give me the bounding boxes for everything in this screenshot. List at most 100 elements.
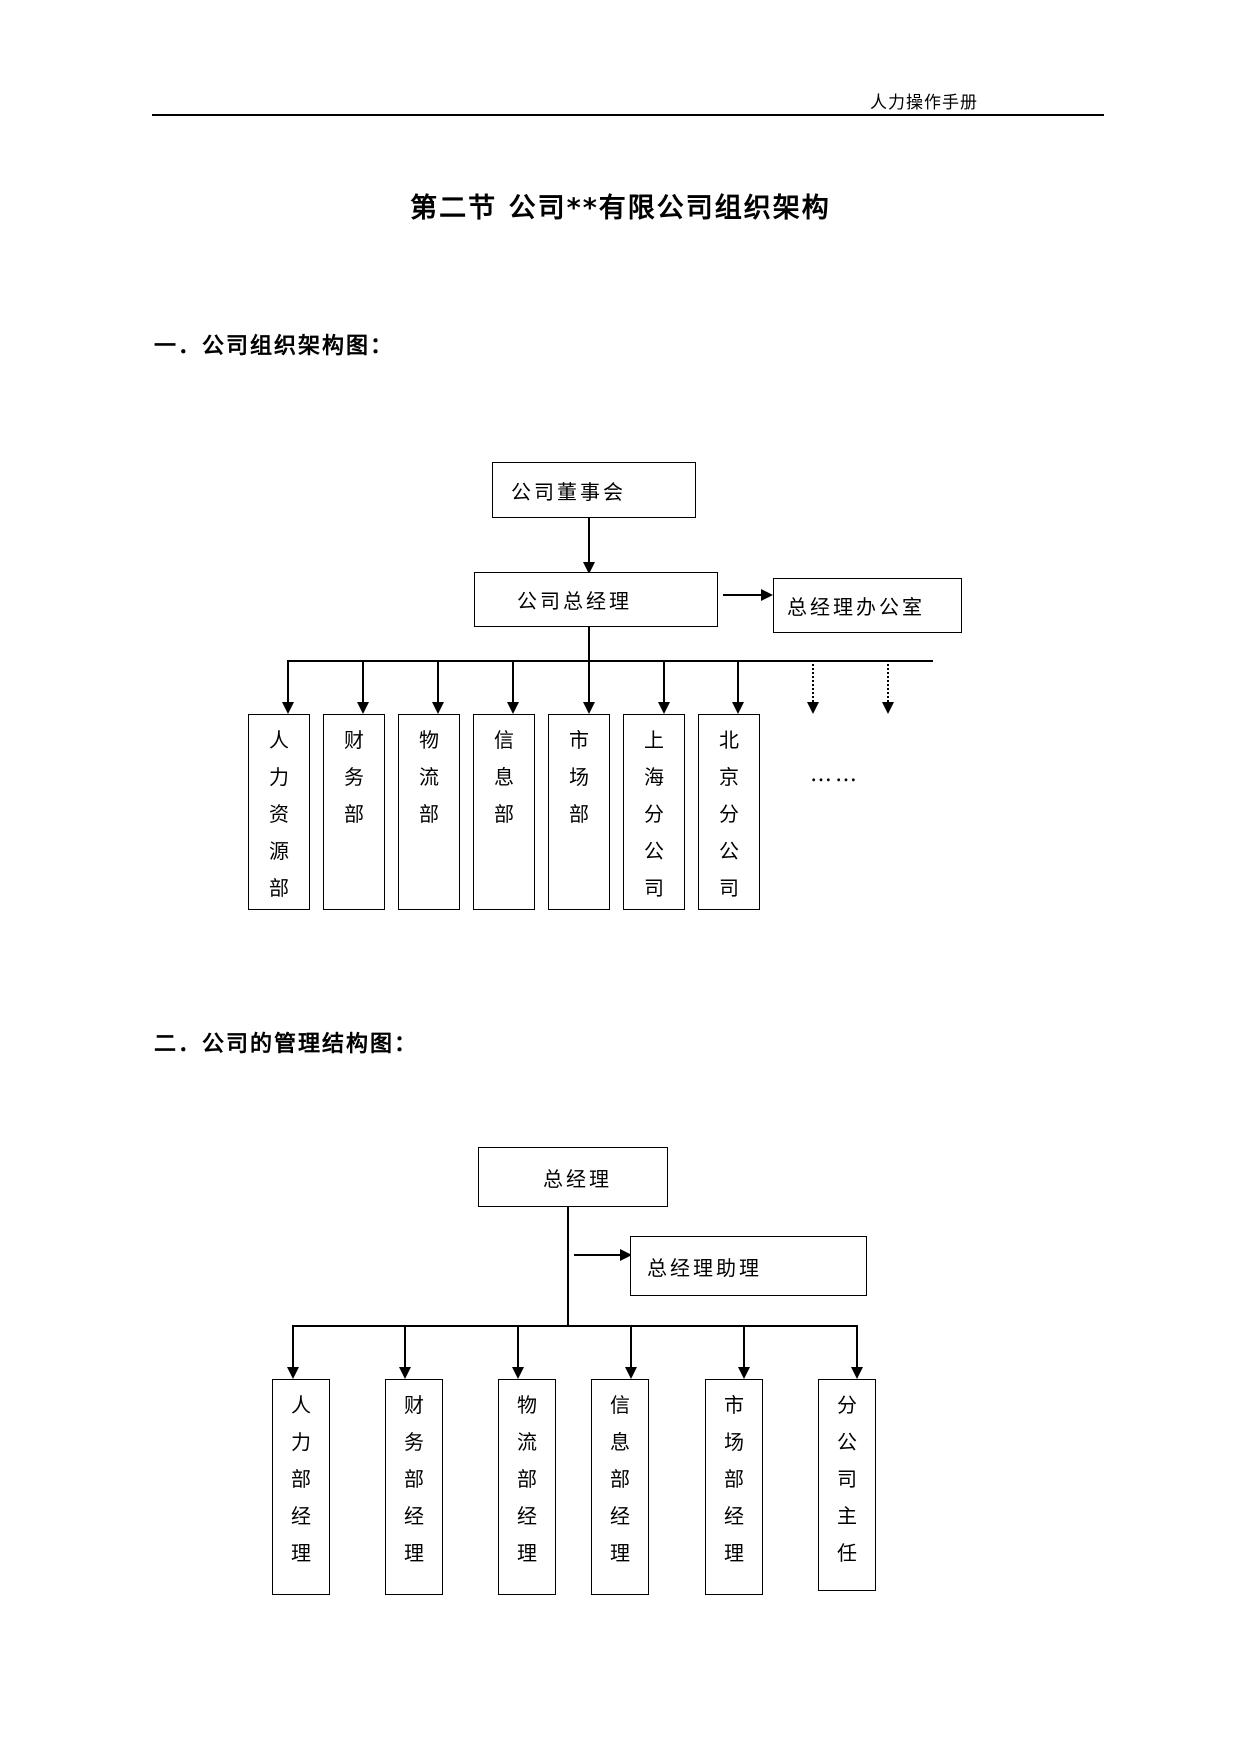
arrow [507,702,519,714]
dept-char: 财 [344,728,364,752]
connector [743,1325,745,1369]
dept-box-beijing-branch: 北 京 分 公 司 [698,714,760,910]
dept-char: 部 [569,802,589,826]
dept-char: 部 [419,802,439,826]
arrow [658,702,670,714]
manager-char: 任 [837,1541,857,1565]
dept-box-hr: 人 力 资 源 部 [248,714,310,910]
arrow [761,589,773,601]
arrow [732,702,744,714]
connector [588,627,590,711]
manager-char: 市 [724,1393,744,1417]
manager-char: 流 [517,1430,537,1454]
dept-char: 北 [719,728,739,752]
connector [362,660,364,704]
connector [588,518,590,564]
manager-char: 经 [517,1504,537,1528]
section-heading-org-chart: 一．公司组织架构图： [154,334,395,359]
arrow [287,1367,299,1379]
page-title: 第二节 公司**有限公司组织架构 [410,193,831,224]
connector [287,660,289,704]
gm-office-label: 总经理办公室 [787,595,925,619]
dept-char: 物 [419,728,439,752]
assistant-label: 总经理助理 [647,1255,762,1280]
dept-box-finance: 财 务 部 [323,714,385,910]
connector [404,1325,406,1369]
connector [630,1325,632,1369]
arrow [738,1367,750,1379]
manager-char: 物 [517,1393,537,1417]
arrow [851,1367,863,1379]
dept-char: 务 [344,765,364,789]
dept-char: 公 [719,839,739,863]
manager-char: 财 [404,1393,424,1417]
header-rule [152,114,1104,116]
running-header: 人力操作手册 [870,93,978,113]
arrow [399,1367,411,1379]
dotted-connector [812,660,814,702]
assistant-box: 总经理助理 [630,1236,867,1296]
dept-box-marketing: 市 场 部 [548,714,610,910]
dept-char: 市 [569,728,589,752]
dept-char: 分 [644,802,664,826]
dept-char: 源 [269,839,289,863]
manager-char: 部 [517,1467,537,1491]
manager-char: 理 [517,1541,537,1565]
manager-char: 理 [724,1541,744,1565]
manager-char: 公 [837,1430,857,1454]
manager-char: 理 [404,1541,424,1565]
manager-char: 场 [724,1430,744,1454]
gm2-box: 总经理 [478,1147,668,1207]
manager-char: 司 [837,1467,857,1491]
manager-char: 主 [837,1504,857,1528]
dept-char: 信 [494,728,514,752]
dept-char: 流 [419,765,439,789]
manager-char: 经 [291,1504,311,1528]
dept-char: 京 [719,765,739,789]
manager-box-finance: 财 务 部 经 理 [385,1379,443,1595]
manager-box-it: 信 息 部 经 理 [591,1379,649,1595]
manager-char: 分 [837,1393,857,1417]
manager-char: 经 [610,1504,630,1528]
manager-box-marketing: 市 场 部 经 理 [705,1379,763,1595]
manager-char: 理 [291,1541,311,1565]
horizontal-bus [287,660,933,662]
connector [856,1325,858,1369]
arrow [432,702,444,714]
dept-char: 分 [719,802,739,826]
dept-char: 海 [644,765,664,789]
dept-char: 部 [494,802,514,826]
dept-char: 部 [344,802,364,826]
manager-char: 经 [404,1504,424,1528]
connector [574,1254,622,1256]
dept-char: 息 [494,765,514,789]
manager-char: 信 [610,1393,630,1417]
connector [737,660,739,704]
manager-char: 部 [724,1467,744,1491]
arrow [357,702,369,714]
connector [663,660,665,704]
gm2-label: 总经理 [543,1166,612,1191]
dept-box-it: 信 息 部 [473,714,535,910]
dept-char: 力 [269,765,289,789]
more-ellipsis: …… [810,762,860,787]
connector [567,1207,569,1325]
connector [437,660,439,704]
dept-char: 资 [269,802,289,826]
dept-char: 人 [269,728,289,752]
gm-label: 公司总经理 [517,589,632,613]
dept-char: 司 [719,876,739,900]
arrow [583,562,595,574]
manager-char: 部 [610,1467,630,1491]
arrow [882,702,894,714]
manager-box-hr: 人 力 部 经 理 [272,1379,330,1595]
dept-char: 公 [644,839,664,863]
dept-char: 部 [269,876,289,900]
manager-box-branch-director: 分 公 司 主 任 [818,1379,876,1591]
connector [292,1325,294,1369]
arrow [282,702,294,714]
dept-box-logistics: 物 流 部 [398,714,460,910]
manager-char: 务 [404,1430,424,1454]
board-box: 公司董事会 [492,462,696,518]
manager-char: 力 [291,1430,311,1454]
